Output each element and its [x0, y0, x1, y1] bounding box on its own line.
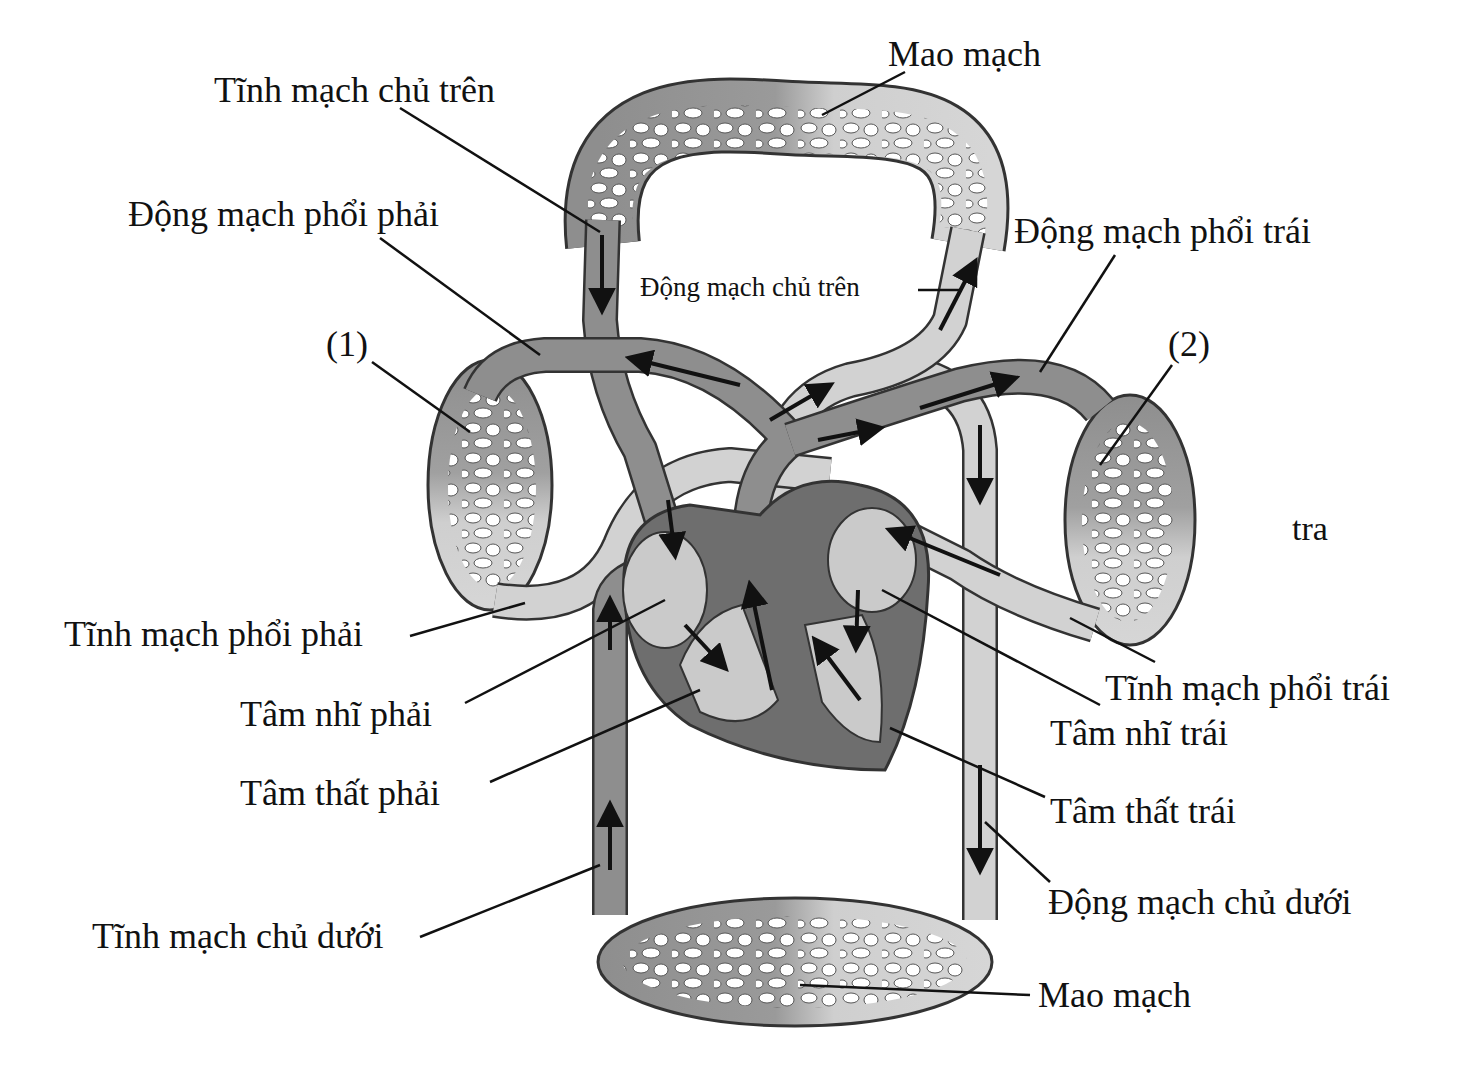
leader-line [800, 985, 1030, 995]
part-label: Tâm nhĩ phải [240, 694, 432, 735]
leader-line [420, 865, 600, 937]
deoxygenated-vessel [790, 377, 1100, 440]
capillary-bed [598, 898, 992, 1026]
leader-line [372, 72, 1172, 995]
heart [624, 481, 929, 770]
capillary-bed [448, 388, 536, 588]
flow-arrow [940, 262, 975, 330]
heart [828, 508, 916, 612]
heart [680, 605, 778, 721]
callout-number: (2) [1168, 324, 1210, 365]
leader-line [985, 822, 1050, 882]
part-label: Mao mạch [888, 34, 1041, 75]
leader-line [882, 590, 1100, 705]
leader-line [890, 728, 1045, 797]
flow-arrow [978, 765, 982, 870]
flow-arrow [920, 378, 1015, 408]
flow-arrow [685, 625, 725, 668]
flow-arrow [602, 235, 1015, 870]
deoxygenated-vessel [600, 220, 668, 540]
leader-line [918, 289, 962, 292]
leader-line [410, 603, 525, 636]
leader-line [372, 362, 470, 432]
capillary-bed [1082, 422, 1174, 622]
part-label: Tĩnh mạch chủ dưới [92, 916, 383, 957]
part-label: Động mạch chủ trên [640, 272, 860, 303]
flow-arrow [668, 500, 675, 555]
part-label: Tĩnh mạch phổi phải [64, 614, 363, 655]
part-label: Tâm thất trái [1050, 791, 1236, 832]
leader-line [1070, 618, 1155, 662]
flow-arrow [770, 385, 830, 420]
capillary-bed [609, 128, 964, 230]
heart [623, 481, 929, 770]
leader-line [1100, 365, 1172, 465]
part-label: Mao mạch [1038, 975, 1191, 1016]
part-label: Tâm thất phải [240, 773, 440, 814]
leader-line [465, 600, 665, 703]
flow-arrow [630, 358, 740, 385]
capillary-bed [602, 115, 972, 245]
part-label: Tĩnh mạch chủ trên [214, 70, 495, 111]
leader-line [490, 690, 700, 782]
part-label: Tĩnh mạch phổi trái [1105, 668, 1390, 709]
deoxygenated-vessel [480, 220, 1100, 915]
heart [805, 615, 882, 742]
leader-line [822, 72, 905, 115]
callout-number: (1) [326, 324, 368, 365]
flow-arrow [818, 428, 880, 440]
flow-arrow [608, 600, 612, 650]
part-label: Động mạch phổi phải [128, 194, 439, 235]
part-label: Tâm nhĩ trái [1050, 713, 1228, 754]
leader-line [380, 238, 540, 355]
deoxygenated-vessel [790, 377, 1100, 440]
leader-line [1040, 255, 1115, 372]
capillary-bed [602, 115, 972, 245]
flow-arrow [890, 530, 1000, 575]
part-label: Động mạch chủ dưới [1048, 882, 1352, 923]
flow-arrow [856, 590, 858, 648]
flow-arrow [978, 425, 982, 500]
capillary-bed [623, 916, 967, 1008]
flow-arrow [608, 805, 612, 870]
deoxygenated-vessel [600, 220, 668, 540]
flow-arrow [750, 585, 772, 690]
part-label: Động mạch phổi trái [1014, 211, 1311, 252]
heart [623, 532, 707, 648]
flow-arrow [600, 235, 604, 310]
stray-text: tra [1292, 509, 1328, 548]
flow-arrow [815, 640, 860, 700]
